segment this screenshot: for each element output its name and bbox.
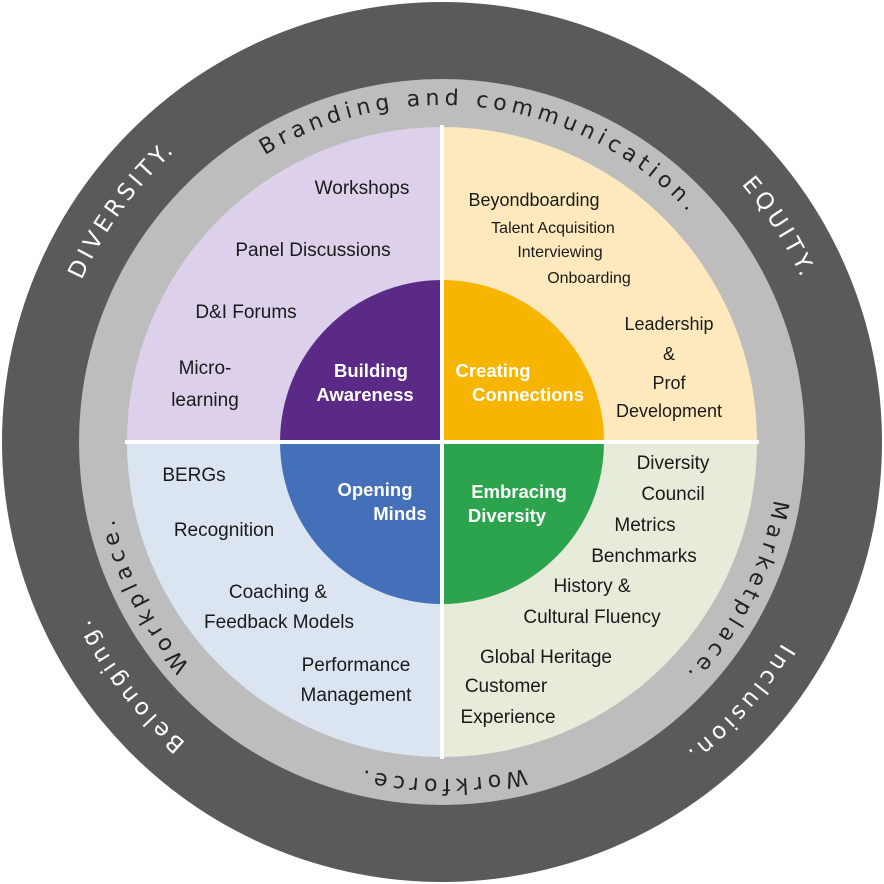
center-label-connections: Connections: [472, 384, 584, 405]
center-label-diversity: Diversity: [468, 505, 547, 526]
item-performance: Performance: [302, 655, 411, 676]
item-history: History &: [553, 576, 630, 597]
center-quadrant-creating-connections: [442, 280, 604, 442]
center-quadrant-building-awareness: [280, 280, 442, 442]
item-leadership: Leadership: [624, 314, 713, 334]
item-diversity: Diversity: [637, 453, 710, 474]
item-interviewing: Interviewing: [517, 244, 602, 261]
item-di-forums: D&I Forums: [195, 302, 296, 323]
item-development: Development: [616, 401, 722, 421]
item-global-heritage: Global Heritage: [480, 647, 612, 668]
center-label-embracing: Embracing: [471, 481, 567, 502]
item-talent-acquisition: Talent Acquisition: [491, 220, 615, 237]
center-label-minds: Minds: [373, 503, 426, 524]
center-quadrant-opening-minds: [280, 442, 442, 604]
center-label-opening: Opening: [337, 479, 412, 500]
item-workshops: Workshops: [315, 178, 410, 199]
item-learning: learning: [171, 390, 239, 411]
item-experience: Experience: [460, 707, 555, 728]
item-beyondboarding: Beyondboarding: [468, 190, 599, 210]
item-customer: Customer: [465, 676, 548, 697]
item-micro: Micro-: [179, 358, 232, 379]
item-benchmarks: Benchmarks: [591, 546, 697, 567]
item-metrics: Metrics: [614, 515, 675, 536]
item-coaching: Coaching &: [229, 582, 328, 603]
item-recognition: Recognition: [174, 520, 274, 541]
item-onboarding: Onboarding: [547, 270, 631, 287]
item-council: Council: [641, 484, 704, 505]
center-quadrant-embracing-diversity: [442, 442, 604, 604]
center-label-creating: Creating: [455, 360, 530, 381]
item-ampersand: &: [663, 344, 675, 364]
item-cultural-fluency: Cultural Fluency: [523, 607, 661, 628]
center-label-awareness: Awareness: [316, 384, 413, 405]
item-bergs: BERGs: [162, 465, 225, 486]
divider-horizontal: [125, 440, 759, 444]
item-panel-discussions: Panel Discussions: [235, 240, 390, 261]
item-prof: Prof: [652, 373, 686, 393]
item-feedback-models: Feedback Models: [204, 612, 354, 633]
center-label-building: Building: [334, 360, 408, 381]
item-management: Management: [301, 685, 413, 706]
